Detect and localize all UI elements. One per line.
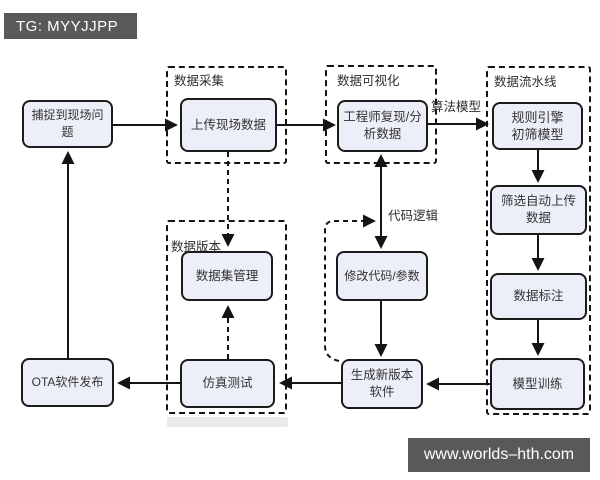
- group-data-collection: [166, 66, 287, 164]
- group-data-pipeline: [486, 66, 591, 415]
- node-simulation-test: 仿真测试: [180, 359, 275, 408]
- group-label-data-pipeline: 数据流水线: [494, 75, 557, 89]
- node-capture-field-problem: 捕捉到现场问题: [22, 100, 113, 148]
- node-engineer-analyze-data: 工程师复现/分析数据: [337, 100, 428, 152]
- group-data-version: [166, 220, 287, 414]
- node-rule-engine-model: 规则引擎初筛模型: [492, 102, 583, 150]
- node-ota-release: OTA软件发布: [21, 358, 114, 407]
- edge-label-code-logic: 代码逻辑: [388, 209, 439, 223]
- group-label-data-version: 数据版本: [171, 240, 222, 254]
- node-generate-new-version: 生成新版本软件: [341, 359, 423, 409]
- group-label-data-collection: 数据采集: [174, 74, 225, 88]
- node-upload-field-data: 上传现场数据: [180, 98, 277, 152]
- blurred-watermark-bar: [167, 417, 288, 427]
- node-filter-auto-upload-data: 筛选自动上传数据: [490, 185, 587, 235]
- edge-label-algorithm-model: 算法模型: [431, 100, 482, 114]
- node-data-labeling: 数据标注: [490, 273, 587, 320]
- group-label-data-visualization: 数据可视化: [337, 74, 400, 88]
- node-dataset-management: 数据集管理: [181, 251, 273, 301]
- node-model-training: 模型训练: [490, 358, 585, 410]
- node-modify-code-params: 修改代码/参数: [336, 251, 428, 301]
- website-banner: www.worlds–hth.com: [408, 438, 590, 472]
- watermark-tag-banner: TG: MYYJJPP: [4, 13, 137, 39]
